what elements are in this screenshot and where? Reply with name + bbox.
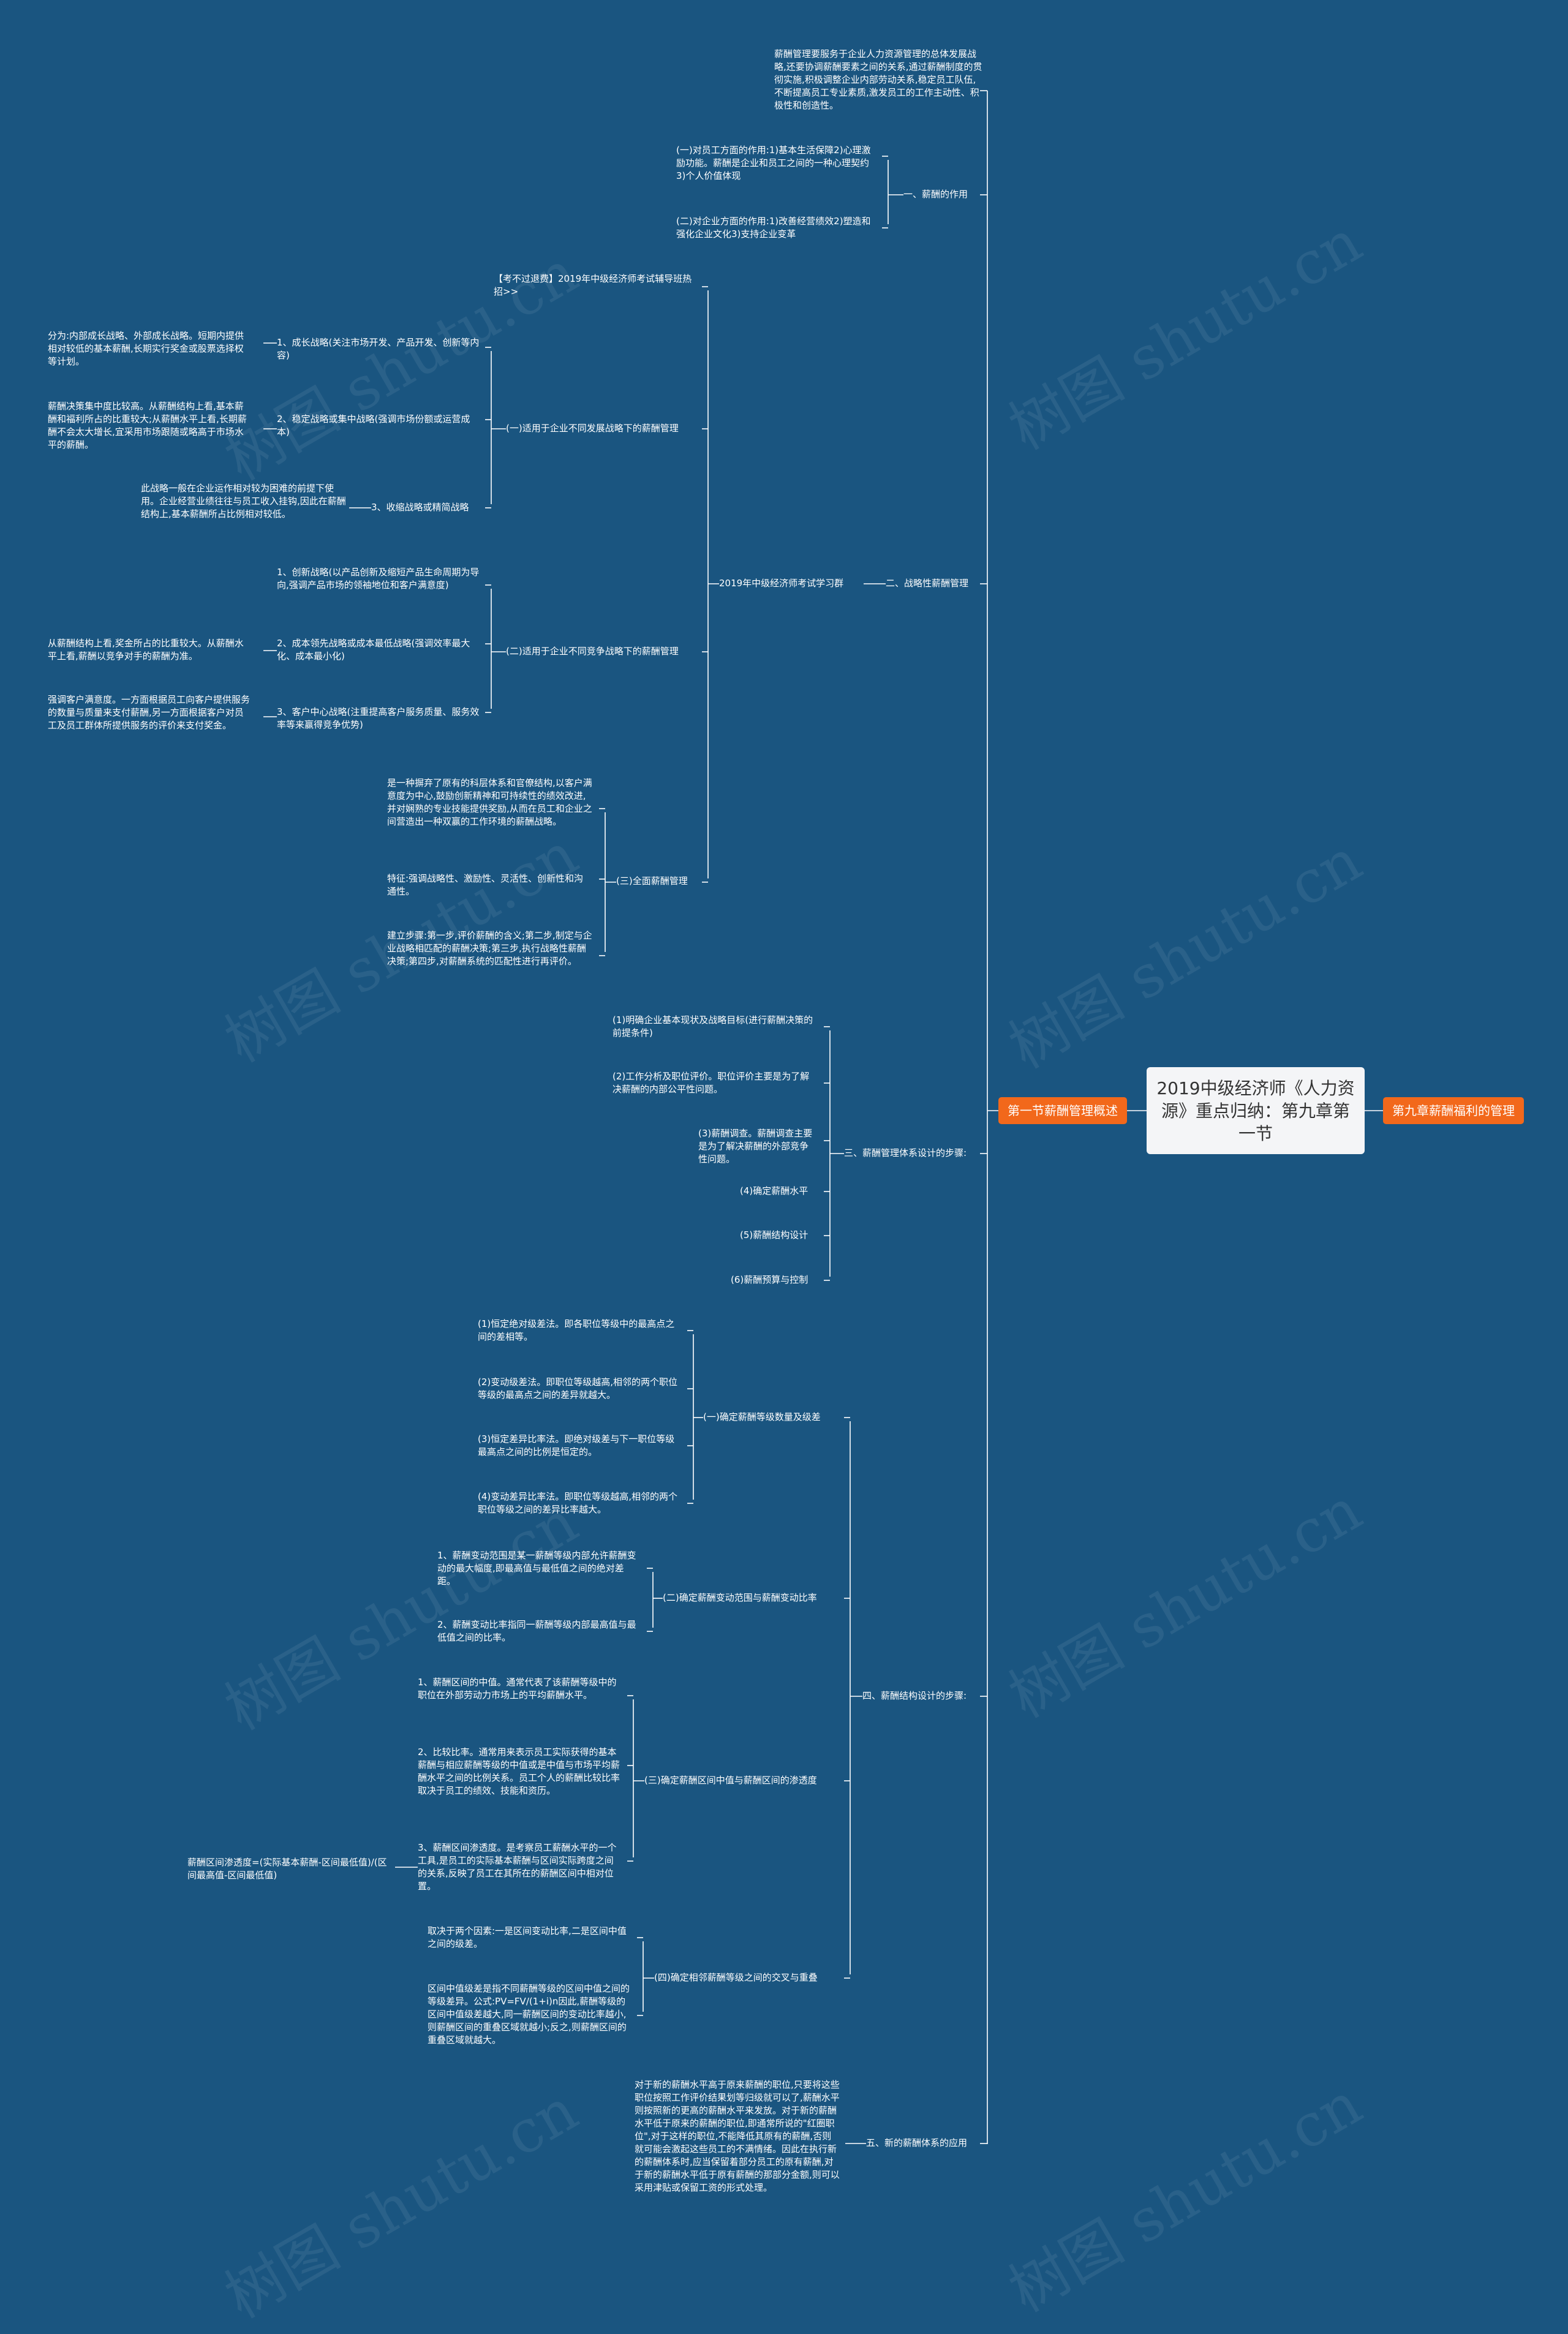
root-topic[interactable]: 2019中级经济师《人力资源》重点归纳：第九章第一节 bbox=[1147, 1067, 1365, 1154]
section-2a-1[interactable]: 1、成长战略(关注市场开发、产品开发、创新等内容) bbox=[277, 337, 480, 361]
intro-text[interactable]: 薪酬管理要服务于企业人力资源管理的总体发展战略,还要协调薪酬要素之间的关系,通过… bbox=[774, 48, 982, 111]
section-4d[interactable]: (四)确定相邻薪酬等级之间的交叉与重叠 bbox=[654, 1972, 818, 1983]
section-2b-2-detail[interactable]: 从薪酬结构上看,奖金所占的比重较大。从薪酬水平上看,薪酬以竞争对手的薪酬为准。 bbox=[48, 638, 244, 662]
section-5-detail[interactable]: 对于新的薪酬水平高于原来薪酬的职位,只要将这些职位按照工作评价结果划等归级就可以… bbox=[635, 2079, 840, 2193]
section-3-step-3[interactable]: (3)薪酬调查。薪酬调查主要是为了解决薪酬的外部竞争性问题。 bbox=[698, 1128, 813, 1165]
section-1-enterprise[interactable]: (二)对企业方面的作用:1)改善经营绩效2)塑造和强化企业文化3)支持企业变革 bbox=[676, 216, 871, 240]
section-2b-2[interactable]: 2、成本领先战略或成本最低战略(强调效率最大化、成本最小化) bbox=[277, 638, 470, 662]
section-4a-3[interactable]: (3)恒定差异比率法。即绝对级差与下一职位等级最高点之间的比例是恒定的。 bbox=[478, 1433, 675, 1457]
study-group[interactable]: 2019年中级经济师考试学习群 bbox=[719, 578, 844, 589]
section-2a[interactable]: (一)适用于企业不同发展战略下的薪酬管理 bbox=[506, 423, 679, 434]
section-4c-3-formula[interactable]: 薪酬区间渗透度=(实际基本薪酬-区间最低值)/(区间最高值-区间最低值) bbox=[187, 1857, 387, 1881]
section-2b-1[interactable]: 1、创新战略(以产品创新及缩短产品生命周期为导向,强调产品市场的领袖地位和客户满… bbox=[277, 567, 480, 591]
section-2c-2[interactable]: 特征:强调战略性、激励性、灵活性、创新性和沟通性。 bbox=[387, 873, 584, 897]
section-4c-2[interactable]: 2、比较比率。通常用来表示员工实际获得的基本薪酬与相应薪酬等级的中值或是中值与市… bbox=[418, 1747, 620, 1796]
section-4b-1[interactable]: 1、薪酬变动范围是某一薪酬等级内部允许薪酬变动的最大幅度,即最高值与最低值之间的… bbox=[437, 1550, 636, 1587]
section-2b-3[interactable]: 3、客户中心战略(注重提高客户服务质量、服务效率等来赢得竞争优势) bbox=[277, 706, 480, 730]
section-4b-2[interactable]: 2、薪酬变动比率指同一薪酬等级内部最高值与最低值之间的比率。 bbox=[437, 1619, 636, 1643]
section-3-step-4[interactable]: (4)确定薪酬水平 bbox=[740, 1185, 809, 1196]
section-4c[interactable]: (三)确定薪酬区间中值与薪酬区间的渗透度 bbox=[644, 1775, 817, 1786]
root-topic-label: 2019中级经济师《人力资源》重点归纳：第九章第一节 bbox=[1156, 1078, 1355, 1144]
section-2a-2[interactable]: 2、稳定战略或集中战略(强调市场份额或运营成本) bbox=[277, 414, 470, 437]
section-4c-3[interactable]: 3、薪酬区间渗透度。是考察员工薪酬水平的一个工具,是员工的实际基本薪酬与区间实际… bbox=[418, 1842, 617, 1892]
section-4d-2[interactable]: 区间中值级差是指不同薪酬等级的区间中值之间的等级差异。公式:PV=FV/(1+i… bbox=[428, 1983, 630, 2045]
section-2a-3-detail[interactable]: 此战略一般在企业运作相对较为困难的前提下使用。企业经营业绩往往与员工收入挂钩,因… bbox=[141, 483, 346, 519]
section-2[interactable]: 二、战略性薪酬管理 bbox=[886, 578, 969, 589]
section-4c-1[interactable]: 1、薪酬区间的中值。通常代表了该薪酬等级中的职位在外部劳动力市场上的平均薪酬水平… bbox=[418, 1677, 617, 1701]
ad-link[interactable]: 【考不过退费】2019年中级经济师考试辅导班热招>> bbox=[494, 273, 692, 297]
section-2b-3-detail[interactable]: 强调客户满意度。一方面根据员工向客户提供服务的数量与质量来支付薪酬,另一方面根据… bbox=[48, 694, 251, 731]
mind-map-canvas: 树图 shutu.cn 树图 shutu.cn 树图 shutu.cn 树图 s… bbox=[48, 48, 1524, 2332]
section-4a[interactable]: (一)确定薪酬等级数量及级差 bbox=[703, 1411, 821, 1422]
section-2c-3[interactable]: 建立步骤:第一步,评价薪酬的含义;第二步,制定与企业战略相匹配的薪酬决策;第三步… bbox=[387, 930, 592, 967]
section-1[interactable]: 一、薪酬的作用 bbox=[903, 189, 968, 200]
section-2a-3[interactable]: 3、收缩战略或精简战略 bbox=[371, 502, 469, 513]
section-2a-2-detail[interactable]: 薪酬决策集中度比较高。从薪酬结构上看,基本薪酬和福利所占的比重较大;从薪酬水平上… bbox=[48, 401, 247, 450]
left-branch-tag[interactable]: 第一节薪酬管理概述 bbox=[998, 1097, 1127, 1124]
section-4b[interactable]: (二)确定薪酬变动范围与薪酬变动比率 bbox=[663, 1592, 817, 1603]
section-3-step-6[interactable]: (6)薪酬预算与控制 bbox=[731, 1274, 809, 1285]
section-4a-1[interactable]: (1)恒定绝对级差法。即各职位等级中的最高点之间的差相等。 bbox=[478, 1318, 675, 1342]
section-3[interactable]: 三、薪酬管理体系设计的步骤: bbox=[844, 1147, 967, 1158]
section-2a-1-detail[interactable]: 分为:内部成长战略、外部成长战略。短期内提供相对较低的基本薪酬,长期实行奖金或股… bbox=[48, 330, 244, 367]
section-5[interactable]: 五、新的薪酬体系的应用 bbox=[866, 2137, 968, 2148]
section-3-step-2[interactable]: (2)工作分析及职位评价。职位评价主要是为了解决薪酬的内部公平性问题。 bbox=[612, 1071, 810, 1095]
section-4[interactable]: 四、薪酬结构设计的步骤: bbox=[862, 1690, 967, 1701]
section-3-step-5[interactable]: (5)薪酬结构设计 bbox=[740, 1229, 809, 1241]
section-4d-1[interactable]: 取决于两个因素:一是区间变动比率,二是区间中值之间的级差。 bbox=[428, 1925, 627, 1949]
section-4a-2[interactable]: (2)变动级差法。即职位等级越高,相邻的两个职位等级的最高点之间的差异就越大。 bbox=[478, 1377, 678, 1400]
section-2b[interactable]: (二)适用于企业不同竞争战略下的薪酬管理 bbox=[506, 646, 679, 657]
right-branch-tag[interactable]: 第九章薪酬福利的管理 bbox=[1383, 1097, 1524, 1124]
section-2c[interactable]: (三)全面薪酬管理 bbox=[616, 875, 688, 886]
section-4a-4[interactable]: (4)变动差异比率法。即职位等级越高,相邻的两个职位等级之间的差异比率越大。 bbox=[478, 1491, 678, 1515]
section-1-employee[interactable]: (一)对员工方面的作用:1)基本生活保障2)心理激励功能。薪酬是企业和员工之间的… bbox=[676, 145, 871, 181]
section-2c-1[interactable]: 是一种摒弃了原有的科层体系和官僚结构,以客户满意度为中心,鼓励创新精神和可持续性… bbox=[387, 777, 592, 827]
section-3-step-1[interactable]: (1)明确企业基本现状及战略目标(进行薪酬决策的前提条件) bbox=[612, 1014, 813, 1038]
connector-lines bbox=[263, 90, 1383, 2144]
